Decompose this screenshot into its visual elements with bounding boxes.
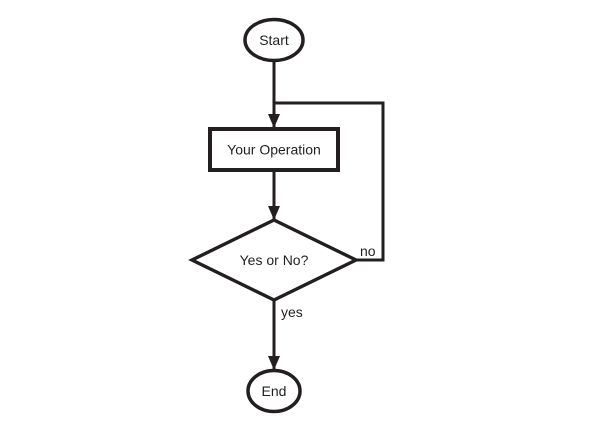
decision-to-end-arrowhead-icon xyxy=(268,356,280,370)
end-node-label: End xyxy=(262,383,287,399)
operation-node xyxy=(208,127,340,172)
no-loopback-label: no xyxy=(360,243,376,259)
operation-to-decision-arrowhead-icon xyxy=(268,206,280,220)
decision-node-label: Yes or No? xyxy=(240,252,309,268)
decision-node xyxy=(188,218,360,302)
operation-node-label: Your Operation xyxy=(227,141,321,157)
start-node-label: Start xyxy=(259,32,289,48)
start-node xyxy=(243,17,305,63)
start-to-operation-arrowhead-icon xyxy=(268,114,280,128)
decision-to-end-label: yes xyxy=(281,304,303,320)
end-node xyxy=(246,368,302,414)
no-loopback-connector xyxy=(274,101,385,262)
